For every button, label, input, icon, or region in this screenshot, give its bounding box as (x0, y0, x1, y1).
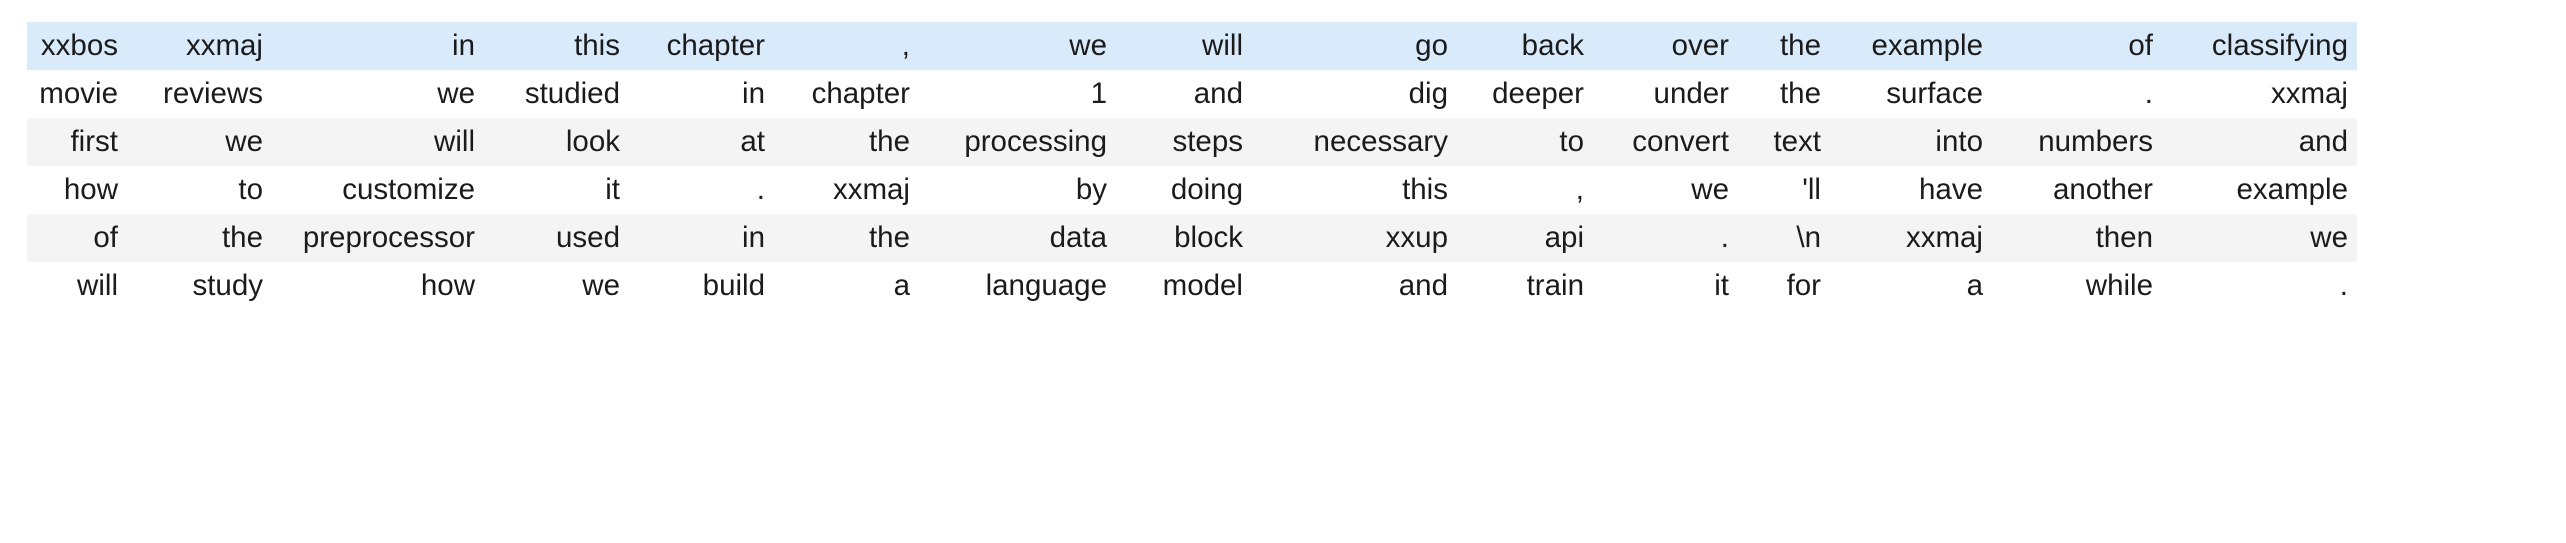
token-cell: train (1526, 269, 1584, 302)
tokenized-text-table: xxbos xxmaj in this chapter, we will go back over… (27, 22, 2533, 310)
token-cell: numbers (2038, 125, 2153, 158)
token-cell: another (2052, 173, 2153, 206)
table-row[interactable]: movie reviews we studied in chapter 1 and dig dee… (27, 70, 2533, 118)
token-cell: go (1415, 29, 1448, 62)
token-cell: of (93, 221, 118, 254)
token-cell: \n (1796, 221, 1821, 254)
token-cell: we (1069, 29, 1107, 62)
token-cell: chapter (666, 29, 765, 62)
token-cell: and (1398, 269, 1448, 302)
token-cell: have (1919, 173, 1983, 206)
token-cell: data (1049, 221, 1107, 254)
token-cell: we (2310, 221, 2348, 254)
token-cell: how (63, 173, 118, 206)
token-cell: we (582, 269, 620, 302)
table-row[interactable]: of the preprocessor used in the data block xxup a… (27, 214, 2533, 262)
token-cell: it (605, 173, 620, 206)
token-cell: at (740, 125, 765, 158)
token-cell: while (2085, 269, 2153, 302)
token-cell: dig (1408, 77, 1448, 110)
token-cell: convert (1632, 125, 1729, 158)
token-cell: chapter (811, 77, 910, 110)
token-cell: xxmaj (1905, 221, 1983, 254)
token-cell: customize (342, 173, 475, 206)
table-body: xxbos xxmaj in this chapter, we will go back over… (27, 22, 2533, 310)
token-cell: and (2298, 125, 2348, 158)
token-cell: the (1779, 77, 1821, 110)
token-cell: language (985, 269, 1107, 302)
token-cell: by (1075, 173, 1107, 206)
token-cell: build (702, 269, 765, 302)
token-cell: to (238, 173, 263, 206)
token-cell: steps (1172, 125, 1243, 158)
token-cell: to (1559, 125, 1584, 158)
token-cell: will (434, 125, 475, 158)
token-cell: look (565, 125, 620, 158)
token-cell: first (70, 125, 118, 158)
token-cell: will (77, 269, 118, 302)
token-cell: a (1966, 269, 1983, 302)
token-cell: doing (1170, 173, 1243, 206)
token-cell: xxbos (40, 29, 118, 62)
token-cell: then (2095, 221, 2153, 254)
token-cell: xxup (1385, 221, 1448, 254)
token-cell: over (1671, 29, 1729, 62)
token-cell: text (1773, 125, 1821, 158)
token-cell: processing (964, 125, 1107, 158)
token-cell: 1 (1090, 77, 1107, 110)
table-row[interactable]: first we will look at the processing steps neces… (27, 118, 2533, 166)
token-cell: . (756, 173, 765, 206)
token-cell: and (1193, 77, 1243, 110)
token-cell: study (192, 269, 263, 302)
token-cell: we (1691, 173, 1729, 206)
token-cell: example (2236, 173, 2348, 206)
token-cell: of (2128, 29, 2153, 62)
token-cell: api (1544, 221, 1584, 254)
token-cell: xxmaj (832, 173, 910, 206)
token-cell: movie (39, 77, 118, 110)
token-cell: studied (524, 77, 620, 110)
token-cell: we (225, 125, 263, 158)
token-cell: in (742, 221, 765, 254)
token-cell: it (1714, 269, 1729, 302)
token-cell: the (1779, 29, 1821, 62)
token-cell: deeper (1492, 77, 1584, 110)
token-cell: classifying (2211, 29, 2348, 62)
token-cell: this (1402, 173, 1448, 206)
token-cell: used (556, 221, 620, 254)
token-cell: how (420, 269, 475, 302)
token-cell: . (1720, 221, 1729, 254)
token-cell: in (452, 29, 475, 62)
token-cell: block (1174, 221, 1243, 254)
token-cell: the (221, 221, 263, 254)
token-cell: will (1202, 29, 1243, 62)
token-cell: , (901, 29, 910, 62)
token-cell: . (2144, 77, 2153, 110)
token-cell: xxmaj (185, 29, 263, 62)
token-cell: into (1935, 125, 1983, 158)
table-row[interactable]: how to customize it. xxmaj by doing this, we 'll h… (27, 166, 2533, 214)
token-cell: model (1162, 269, 1243, 302)
token-cell: back (1521, 29, 1584, 62)
token-cell: we (437, 77, 475, 110)
token-cell: the (868, 125, 910, 158)
token-cell: a (893, 269, 910, 302)
token-cell: under (1653, 77, 1729, 110)
token-cell: surface (1886, 77, 1983, 110)
token-cell: necessary (1313, 125, 1448, 158)
token-cell: example (1871, 29, 1983, 62)
token-cell: for (1786, 269, 1821, 302)
token-cell: the (868, 221, 910, 254)
token-cell: xxmaj (2270, 77, 2348, 110)
table-row[interactable]: xxbos xxmaj in this chapter, we will go back over… (27, 22, 2533, 70)
token-cell: . (2339, 269, 2348, 302)
token-cell: this (574, 29, 620, 62)
token-cell: in (742, 77, 765, 110)
token-cell: 'll (1802, 173, 1821, 206)
table-row[interactable]: will study how we build a language model and trai… (27, 262, 2533, 310)
token-cell: , (1575, 173, 1584, 206)
token-cell: reviews (163, 77, 263, 110)
token-cell: preprocessor (302, 221, 475, 254)
